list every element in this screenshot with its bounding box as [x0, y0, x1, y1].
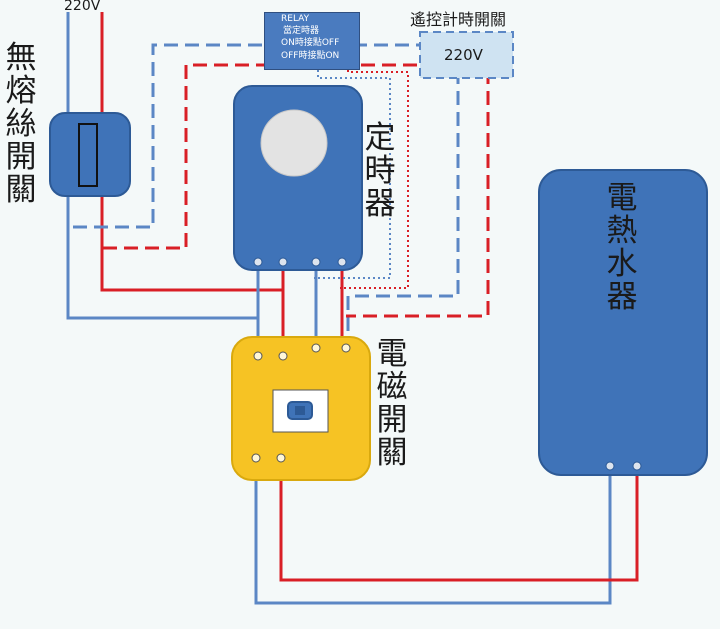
timer-terminal-2	[278, 257, 288, 267]
timer-dial	[260, 109, 328, 177]
remote-timer-title: 遙控計時開關	[410, 10, 507, 29]
remote-timer-box	[419, 31, 514, 79]
control-dashed-blue-top	[73, 43, 420, 229]
heater-terminal-1	[605, 461, 615, 471]
contactor-to-heater-red	[279, 458, 639, 582]
supply-voltage-label: 220V	[64, 0, 101, 14]
control-dashed-blue	[346, 70, 460, 348]
contactor-terminal-5	[251, 453, 261, 463]
timer-label: 定時器	[364, 120, 396, 222]
relay-note-line-1: RELAY	[281, 14, 310, 24]
contactor-to-heater-blue	[254, 458, 612, 605]
contactor-terminal-3	[311, 343, 321, 353]
breaker-label: 無熔絲開關	[5, 40, 37, 208]
heater-label: 電熱水器	[606, 180, 638, 315]
relay-note-box: RELAY 當定時器 ON時接點OFF OFF時接點ON	[264, 12, 360, 70]
heater-terminal-2	[632, 461, 642, 471]
supply-live-wire	[100, 12, 283, 292]
contactor-terminal-2	[278, 351, 288, 361]
relay-note-line-4: OFF時接點ON	[281, 51, 340, 61]
relay-dotted-blue	[314, 70, 391, 279]
heater-body	[538, 169, 708, 476]
contactor-terminal-6	[276, 453, 286, 463]
contactor-terminal-4	[341, 343, 351, 353]
relay-note-line-2: 當定時器	[283, 26, 320, 36]
remote-timer-voltage: 220V	[444, 46, 483, 64]
control-dashed-red	[346, 70, 490, 318]
contactor-terminal-1	[253, 351, 263, 361]
contactor-button-inner	[295, 406, 305, 415]
breaker-handle	[78, 123, 98, 187]
timer-terminal-1	[253, 257, 263, 267]
contactor-label: 電磁開關	[376, 336, 408, 471]
timer-terminal-3	[311, 257, 321, 267]
relay-dotted-red	[340, 70, 409, 289]
timer-terminal-4	[337, 257, 347, 267]
relay-note-line-3: ON時接點OFF	[281, 38, 340, 48]
